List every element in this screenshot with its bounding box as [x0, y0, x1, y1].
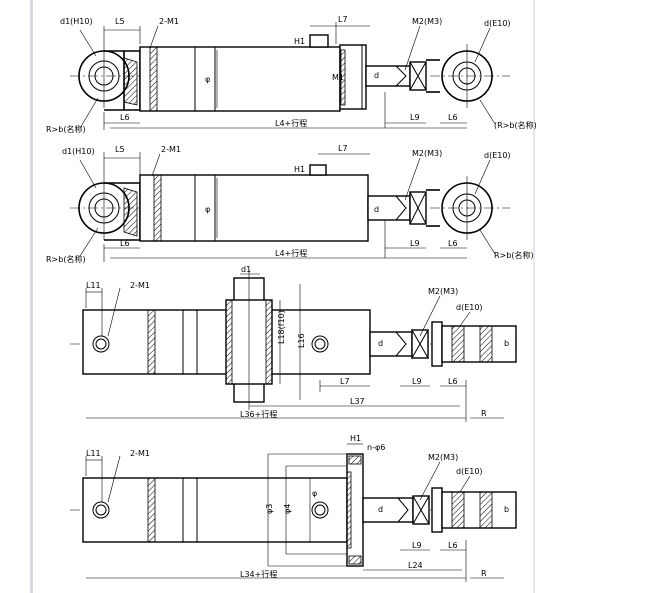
label-l6-left: L6	[120, 239, 130, 248]
label-l7: L7	[340, 377, 350, 386]
label-r-right: R>b(名称)	[494, 250, 534, 260]
label-r-right: (R>b(名称)	[494, 120, 537, 130]
label-l18: L18(f10)	[277, 310, 286, 344]
label-d: d	[374, 71, 379, 80]
label-m2: M2(M3)	[428, 287, 458, 296]
label-l4-stroke: L4+行程	[275, 248, 307, 258]
label-m2: M2(M3)	[412, 149, 442, 158]
label-m1: M1	[332, 73, 344, 82]
label-phi: φ	[312, 489, 317, 498]
label-2-m1: 2-M1	[130, 281, 150, 290]
label-l11: L11	[86, 281, 101, 290]
label-d-e10-right: d(E10)	[484, 151, 511, 160]
label-phi: φ	[205, 205, 210, 214]
label-2-m1: 2-M1	[161, 145, 181, 154]
label-2-m1: 2-M1	[159, 17, 179, 26]
label-d: d	[374, 205, 379, 214]
cylinder-view-1: d1(H10) L5 2-M1 L7 H1 M2(M3) d(E10) φ M1…	[46, 15, 537, 134]
label-l6-left: L6	[120, 113, 130, 122]
label-r-left: R>b(名称)	[46, 124, 86, 134]
label-2-m1: 2-M1	[130, 449, 150, 458]
label-d-e10: d(E10)	[456, 467, 483, 476]
label-d-e10-right: d(E10)	[484, 19, 511, 28]
label-l9: L9	[412, 377, 422, 386]
cylinder-view-3: L11 2-M1 d1 M2(M3) d(E10) L18(f10) L16 d…	[70, 265, 520, 422]
label-r: R	[481, 409, 487, 418]
label-l36-stroke: L36+行程	[240, 409, 277, 419]
label-d1: d1	[241, 265, 251, 274]
label-d: d	[378, 505, 383, 514]
label-l11: L11	[86, 449, 101, 458]
label-l37: L37	[350, 397, 365, 406]
label-l9: L9	[410, 239, 420, 248]
label-h1: H1	[294, 165, 305, 174]
label-l34-stroke: L34+行程	[240, 569, 277, 579]
label-n-phi6: n-φ6	[367, 443, 385, 452]
label-l6: L6	[448, 377, 458, 386]
label-l7: L7	[338, 144, 348, 153]
label-d1-left: d1(H10)	[62, 147, 95, 156]
label-m2: M2(M3)	[428, 453, 458, 462]
cylinder-view-4: L11 2-M1 H1 n-φ6 M2(M3) d(E10) φ3 φ4 φ d…	[70, 434, 520, 582]
frame-border-left	[30, 0, 33, 593]
label-phi3: φ3	[265, 504, 274, 514]
cylinder-view-2: d1(H10) L5 2-M1 L7 H1 M2(M3) d(E10) φ d …	[46, 144, 534, 264]
label-r: R	[481, 569, 487, 578]
label-l24: L24	[408, 561, 423, 570]
label-l6-right: L6	[448, 113, 458, 122]
label-d-e10: d(E10)	[456, 303, 483, 312]
label-d1-left: d1(H10)	[60, 17, 93, 26]
frame-border-right	[533, 0, 535, 593]
label-l6-right: L6	[448, 239, 458, 248]
label-phi4: φ4	[283, 504, 292, 514]
label-l5: L5	[115, 145, 125, 154]
label-l9: L9	[410, 113, 420, 122]
label-h1: H1	[350, 434, 361, 443]
label-b: b	[504, 505, 509, 514]
label-l7: L7	[338, 15, 348, 24]
label-b: b	[504, 339, 509, 348]
label-l9: L9	[412, 541, 422, 550]
label-l6: L6	[448, 541, 458, 550]
label-r-left: R>b(名称)	[46, 254, 86, 264]
label-l16: L16	[297, 333, 306, 348]
label-l5: L5	[115, 17, 125, 26]
label-h1: H1	[294, 37, 305, 46]
label-phi: φ	[205, 75, 210, 84]
label-m2: M2(M3)	[412, 17, 442, 26]
label-d: d	[378, 339, 383, 348]
label-l4-stroke: L4+行程	[275, 118, 307, 128]
